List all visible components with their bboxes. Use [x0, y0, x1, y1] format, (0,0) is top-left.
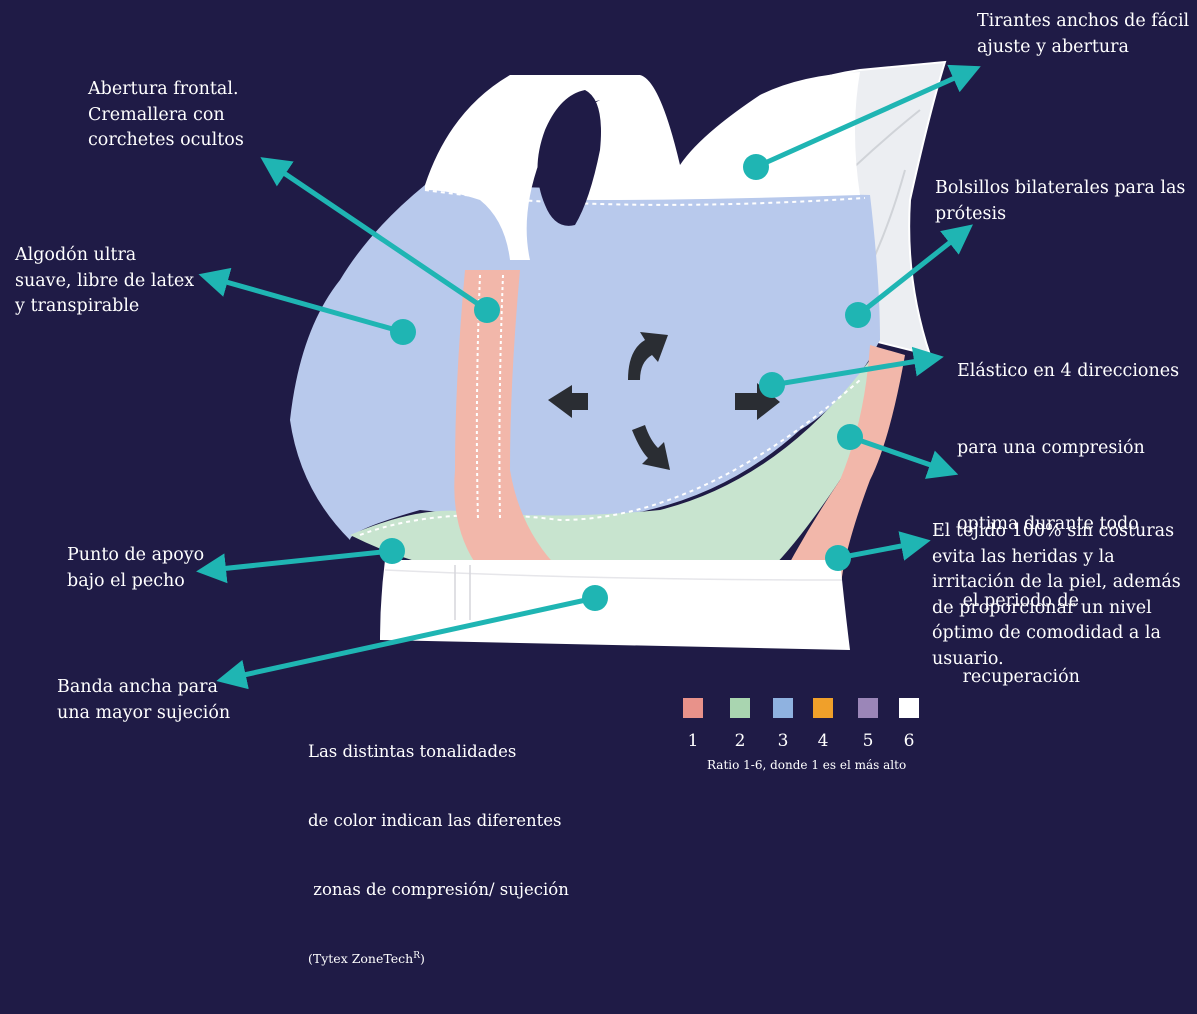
bra-illustration — [196, 60, 981, 718]
legend-num-5: 5 — [862, 731, 874, 751]
callout-dot-side — [837, 424, 863, 450]
label-cotton: Algodón ultra suave, libre de latex y tr… — [15, 245, 195, 316]
legend-swatch-3 — [773, 698, 793, 718]
legend-swatch-6 — [899, 698, 919, 718]
callout-dot-front — [474, 297, 500, 323]
legend-num-1: 1 — [687, 731, 699, 751]
bottom-band — [380, 560, 850, 650]
legend-swatch-1 — [683, 698, 703, 718]
diagram-stage: Abertura frontal. Cremallera con corchet… — [15, 11, 1190, 966]
callout-dot-seamless — [825, 545, 851, 571]
label-support-point: Punto de apoyo bajo el pecho — [67, 545, 205, 591]
label-straps: Tirantes anchos de fácil ajuste y abertu… — [977, 11, 1190, 57]
stretch-arrows — [548, 332, 780, 470]
compression-note: Las distintas tonalidades de color indic… — [308, 742, 569, 967]
pink-zipper-strip — [454, 270, 560, 570]
label-pockets: Bolsillos bilaterales para las prótesis — [935, 178, 1186, 224]
callout-dot-band — [582, 585, 608, 611]
legend-caption: Ratio 1-6, donde 1 es el más alto — [707, 758, 907, 772]
legend-swatch-4 — [813, 698, 833, 718]
legend-swatches — [683, 698, 919, 718]
callout-dot-cotton — [390, 319, 416, 345]
neckline — [540, 72, 860, 200]
label-elastic: Elástico en 4 direcciones para una compr… — [957, 361, 1180, 687]
legend-swatch-2 — [730, 698, 750, 718]
legend-num-6: 6 — [903, 731, 915, 751]
callout-dot-straps — [743, 154, 769, 180]
legend-num-2: 2 — [734, 731, 746, 751]
callout-dot-elastic — [759, 372, 785, 398]
legend-swatch-5 — [858, 698, 878, 718]
legend-num-3: 3 — [777, 731, 789, 751]
label-seamless: El tejido 100% sin costuras evita las he… — [932, 521, 1181, 669]
legend-num-4: 4 — [817, 731, 829, 751]
label-wide-band: Banda ancha para una mayor sujeción — [57, 677, 231, 723]
tytex-zonetech-line: (Tytex ZoneTechR) — [308, 951, 425, 967]
armhole — [537, 90, 601, 226]
callout-dot-pockets — [845, 302, 871, 328]
label-front-opening: Abertura frontal. Cremallera con corchet… — [88, 79, 244, 150]
callout-dot-support — [379, 538, 405, 564]
pink-side-zone — [770, 345, 905, 600]
